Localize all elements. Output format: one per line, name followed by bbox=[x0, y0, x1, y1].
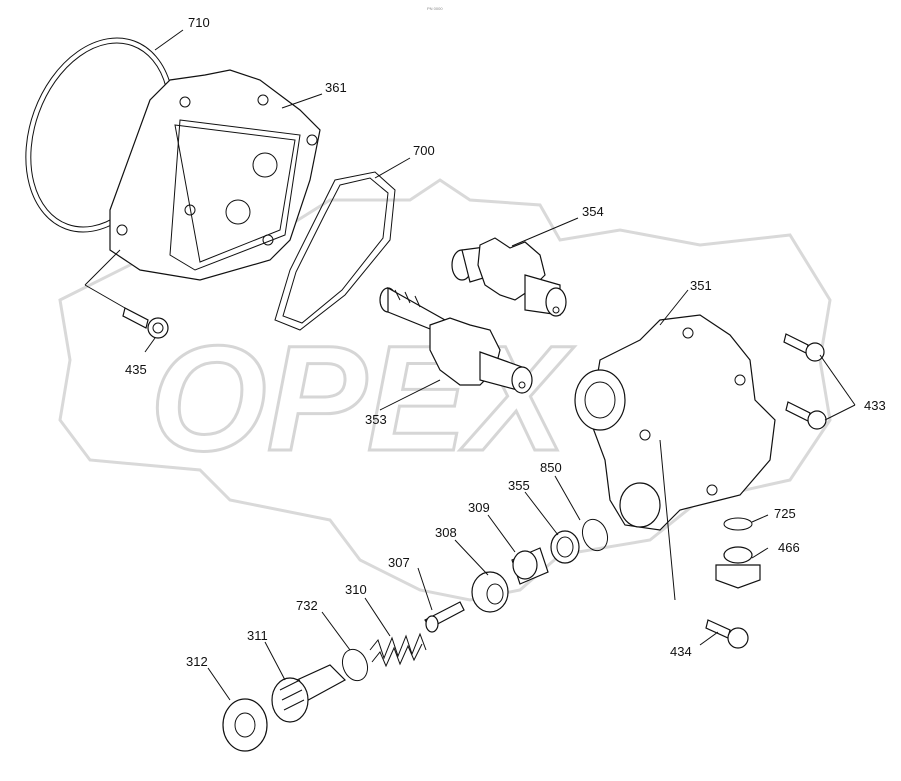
watermark: OPEX bbox=[58, 178, 832, 602]
part-700-gasket bbox=[274, 171, 396, 331]
label-354: 354 bbox=[582, 204, 604, 219]
label-310: 310 bbox=[345, 582, 367, 597]
leader-lines bbox=[84, 29, 856, 701]
label-307: 307 bbox=[388, 555, 410, 570]
part-466-plug bbox=[715, 546, 761, 589]
label-311: 311 bbox=[247, 628, 268, 643]
watermark-text: OPEX bbox=[150, 314, 575, 482]
label-433: 433 bbox=[864, 398, 886, 413]
label-725: 725 bbox=[774, 506, 796, 521]
part-307-pin bbox=[424, 601, 465, 633]
part-353-drive-gear bbox=[379, 286, 533, 394]
part-850-snap-ring bbox=[581, 518, 609, 552]
label-700: 700 bbox=[413, 143, 435, 158]
part-433-bolts bbox=[783, 333, 827, 430]
part-355-filter bbox=[550, 530, 580, 564]
part-309-sleeve bbox=[511, 547, 549, 585]
label-710: 710 bbox=[188, 15, 210, 30]
label-850: 850 bbox=[540, 460, 562, 475]
label-361: 361 bbox=[325, 80, 347, 95]
part-312-nut bbox=[222, 698, 268, 752]
label-309: 309 bbox=[468, 500, 490, 515]
label-312: 312 bbox=[186, 654, 208, 669]
part-435-bolt bbox=[122, 307, 169, 339]
part-354-gear bbox=[451, 237, 567, 317]
label-466: 466 bbox=[778, 540, 800, 555]
label-355: 355 bbox=[508, 478, 530, 493]
header-code: PN 0000 bbox=[427, 6, 443, 11]
label-434: 434 bbox=[670, 644, 692, 659]
part-434-bolt bbox=[705, 619, 749, 649]
part-311-plug bbox=[271, 664, 346, 723]
part-310-spring bbox=[369, 632, 427, 668]
label-353: 353 bbox=[365, 412, 387, 427]
label-351: 351 bbox=[690, 278, 712, 293]
label-308: 308 bbox=[435, 525, 457, 540]
watermark-gear-outline bbox=[58, 178, 832, 602]
part-361-cover bbox=[109, 69, 321, 281]
part-351-housing bbox=[574, 314, 776, 531]
part-labels: 710 361 700 354 351 433 435 353 850 355 … bbox=[125, 15, 886, 669]
part-725-oring bbox=[723, 517, 753, 531]
label-435: 435 bbox=[125, 362, 147, 377]
label-732: 732 bbox=[296, 598, 318, 613]
part-308-piston bbox=[471, 571, 509, 613]
